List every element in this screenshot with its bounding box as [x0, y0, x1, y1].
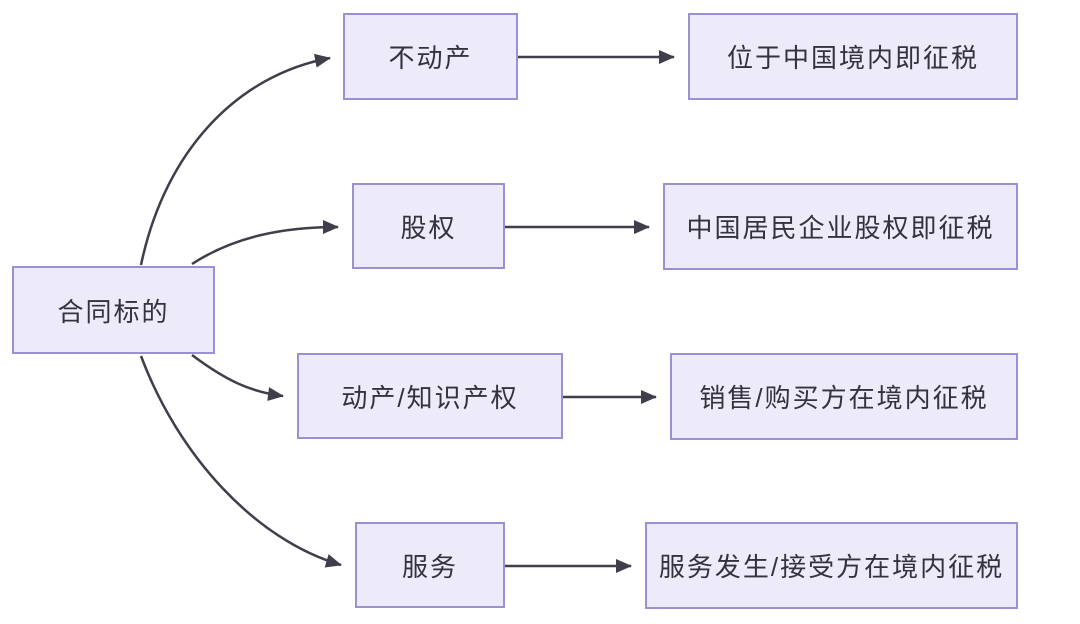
arrow-root-to-service — [139, 355, 342, 568]
root-node-contract-subject: 合同标的 — [12, 266, 215, 354]
result-node-equity-rule: 中国居民企业股权即征税 — [663, 183, 1018, 270]
arrow-root-to-movable-ip — [191, 353, 284, 402]
branch-node-real-estate: 不动产 — [343, 13, 518, 100]
arrow-root-to-equity — [191, 220, 339, 266]
result-node-movable-ip-rule: 销售/购买方在境内征税 — [670, 353, 1018, 440]
result-node-service-rule: 服务发生/接受方在境内征税 — [645, 522, 1018, 609]
branch-node-movable-ip: 动产/知识产权 — [297, 353, 563, 439]
result-node-real-estate-rule: 位于中国境内即征税 — [688, 13, 1018, 100]
arrow-root-to-real-estate — [139, 53, 331, 266]
branch-node-service: 服务 — [355, 522, 505, 608]
branch-node-equity: 股权 — [352, 183, 505, 269]
